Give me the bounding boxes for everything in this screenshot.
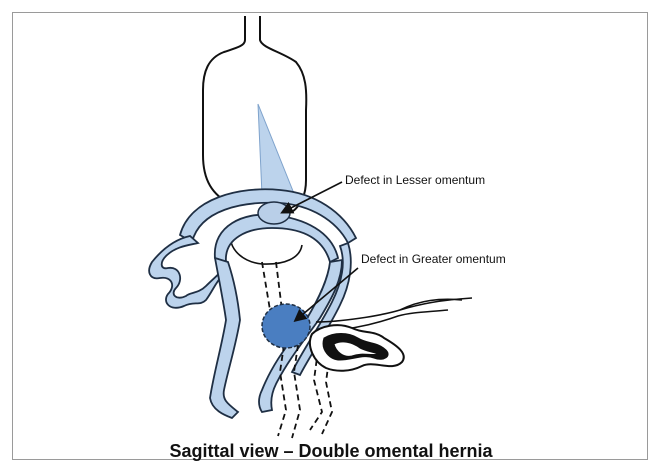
greater-defect-label: Defect in Greater omentum — [361, 252, 506, 266]
greater-omentum-defect — [262, 304, 310, 348]
lesser-defect-label: Defect in Lesser omentum — [345, 173, 485, 187]
figure-caption: Sagittal view – Double omental hernia — [0, 441, 662, 462]
stomach-outline — [203, 16, 306, 212]
lesser-omentum-defect — [258, 202, 290, 224]
